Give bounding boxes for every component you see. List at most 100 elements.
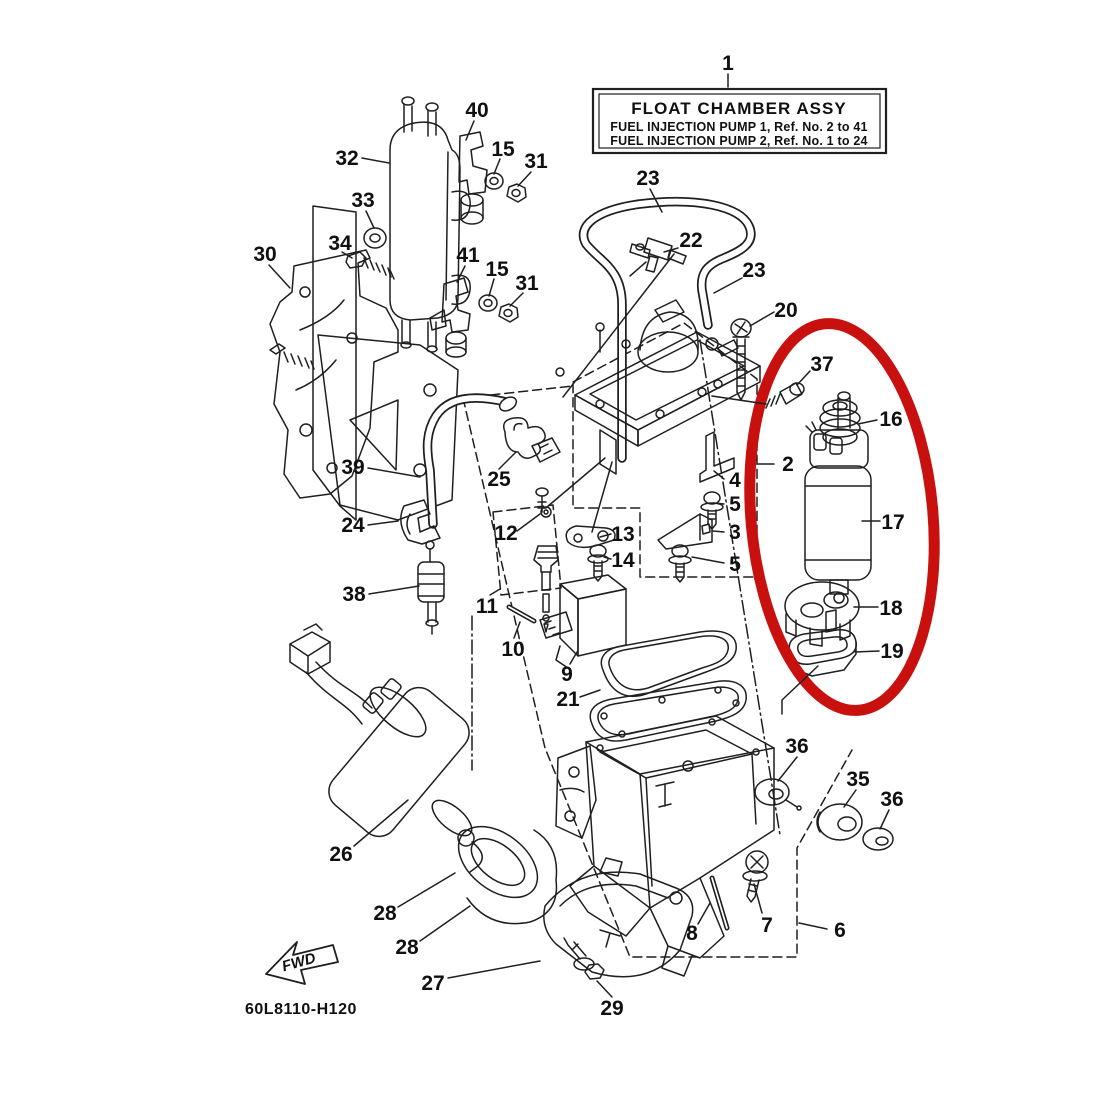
part-label-13: 13: [611, 523, 634, 546]
leader-lines: [268, 73, 890, 998]
part-label-2: 2: [782, 453, 794, 476]
part-label-4: 4: [729, 469, 741, 492]
grommet-35: [816, 803, 863, 841]
part-label-36b: 36: [880, 788, 903, 811]
part-label-29: 29: [600, 997, 623, 1020]
injection-pump-body: [535, 299, 761, 533]
part-label-8: 8: [686, 922, 698, 945]
sensor-37: [756, 382, 805, 410]
part-label-28: 28: [373, 902, 397, 925]
part-label-25: 25: [487, 468, 511, 491]
part-label-24: 24: [341, 514, 365, 537]
part-label-22: 22: [679, 229, 702, 252]
fwd-arrow-shape: [265, 941, 339, 985]
bolt-34: [345, 251, 395, 280]
part-label-14: 14: [611, 549, 635, 572]
part-label-17: 17: [881, 511, 904, 534]
fwd-arrow: FWD: [265, 941, 339, 985]
tee-joint-22: [629, 237, 687, 277]
vapor-separator-32: [389, 96, 471, 353]
part-label-26: 26: [329, 843, 352, 866]
part-label-9: 9: [561, 663, 573, 686]
part-label-40: 40: [465, 99, 488, 122]
screw-14: [587, 544, 609, 582]
needle-valve-12: [533, 506, 559, 633]
part-label-3: 3: [729, 521, 741, 544]
fuel-pump-17: [804, 391, 872, 604]
part-label-15b: 15: [485, 258, 509, 281]
clamp-bracket-41: [429, 277, 471, 358]
washer-15-upper: [484, 172, 504, 190]
part-label-41: 41: [456, 244, 480, 267]
fuel-pump-26: [289, 623, 483, 873]
pin-10: [506, 604, 537, 624]
part-label-36: 36: [785, 735, 808, 758]
nut-31-lower: [498, 303, 519, 323]
clip-24: [400, 499, 441, 545]
part-label-33: 33: [351, 189, 374, 212]
joint-clamp-25: [502, 416, 561, 463]
part-label-16: 16: [879, 408, 902, 431]
part-label-7: 7: [761, 914, 773, 937]
part-code: 60L8110-H120: [245, 1001, 357, 1018]
gasket-21: [600, 630, 737, 697]
switch-connector: [539, 611, 573, 669]
part-label-12: 12: [494, 522, 517, 545]
float-switch-9: [559, 574, 627, 657]
part-label-10: 10: [501, 638, 524, 661]
center-axis-lines: [471, 339, 781, 836]
rubber-sleeve-28: [457, 825, 558, 925]
part-label-32: 32: [335, 147, 358, 170]
highlight-ellipse: [744, 318, 940, 716]
float-chamber-body: [555, 680, 775, 977]
part-label-1: 1: [722, 52, 734, 75]
fuel-hose-23: [578, 196, 756, 463]
screw-7: [742, 850, 769, 903]
mounting-bracket-30: [269, 205, 459, 521]
grommet-36-right: [862, 827, 894, 851]
part-label-38: 38: [342, 583, 366, 606]
part-labels: 1 40 15 31 32 33 30 34 41 15 31 23 22 23…: [253, 52, 904, 1020]
part-label-20: 20: [774, 299, 797, 322]
fuel-hose-39: [422, 393, 518, 529]
title-box-title: FLOAT CHAMBER ASSY: [631, 99, 846, 118]
bracket-3: [657, 513, 713, 550]
part-label-35: 35: [846, 768, 870, 791]
filter-16: [819, 399, 861, 446]
part-label-31b: 31: [515, 272, 539, 295]
clamp-bracket-40: [458, 131, 488, 225]
part-label-23b: 23: [742, 259, 765, 282]
title-box-line2: FUEL INJECTION PUMP 2, Ref. No. 1 to 24: [610, 134, 867, 148]
washer-15-lower: [478, 294, 498, 312]
bolt-29: [563, 937, 605, 980]
screw-5-upper: [700, 491, 724, 530]
bracket-4: [699, 431, 735, 483]
part-label-30: 30: [253, 243, 276, 266]
part-label-28b: 28: [395, 936, 419, 959]
part-label-11: 11: [476, 595, 499, 618]
pin-8: [709, 875, 730, 931]
part-label-18: 18: [879, 597, 903, 620]
nut-31-upper: [506, 183, 527, 203]
part-label-15: 15: [491, 138, 515, 161]
part-label-34: 34: [328, 232, 352, 255]
part-label-6: 6: [834, 919, 846, 942]
screw-5-lower: [668, 544, 692, 583]
grommet-36-left: [754, 778, 802, 811]
part-label-31: 31: [524, 150, 548, 173]
filter-38: [417, 540, 445, 635]
part-label-39: 39: [341, 456, 364, 479]
title-box: FLOAT CHAMBER ASSY FUEL INJECTION PUMP 1…: [591, 87, 888, 155]
part-label-19: 19: [880, 640, 903, 663]
part-label-37: 37: [810, 353, 833, 376]
title-box-line1: FUEL INJECTION PUMP 1, Ref. No. 2 to 41: [610, 120, 867, 134]
part-label-27: 27: [421, 972, 444, 995]
part-label-5: 5: [729, 493, 741, 516]
clamp-bracket-27: [543, 857, 694, 978]
part-label-5b: 5: [729, 553, 741, 576]
part-label-21: 21: [556, 688, 580, 711]
grommet-33: [363, 227, 387, 249]
float-arm-13: [565, 525, 616, 549]
